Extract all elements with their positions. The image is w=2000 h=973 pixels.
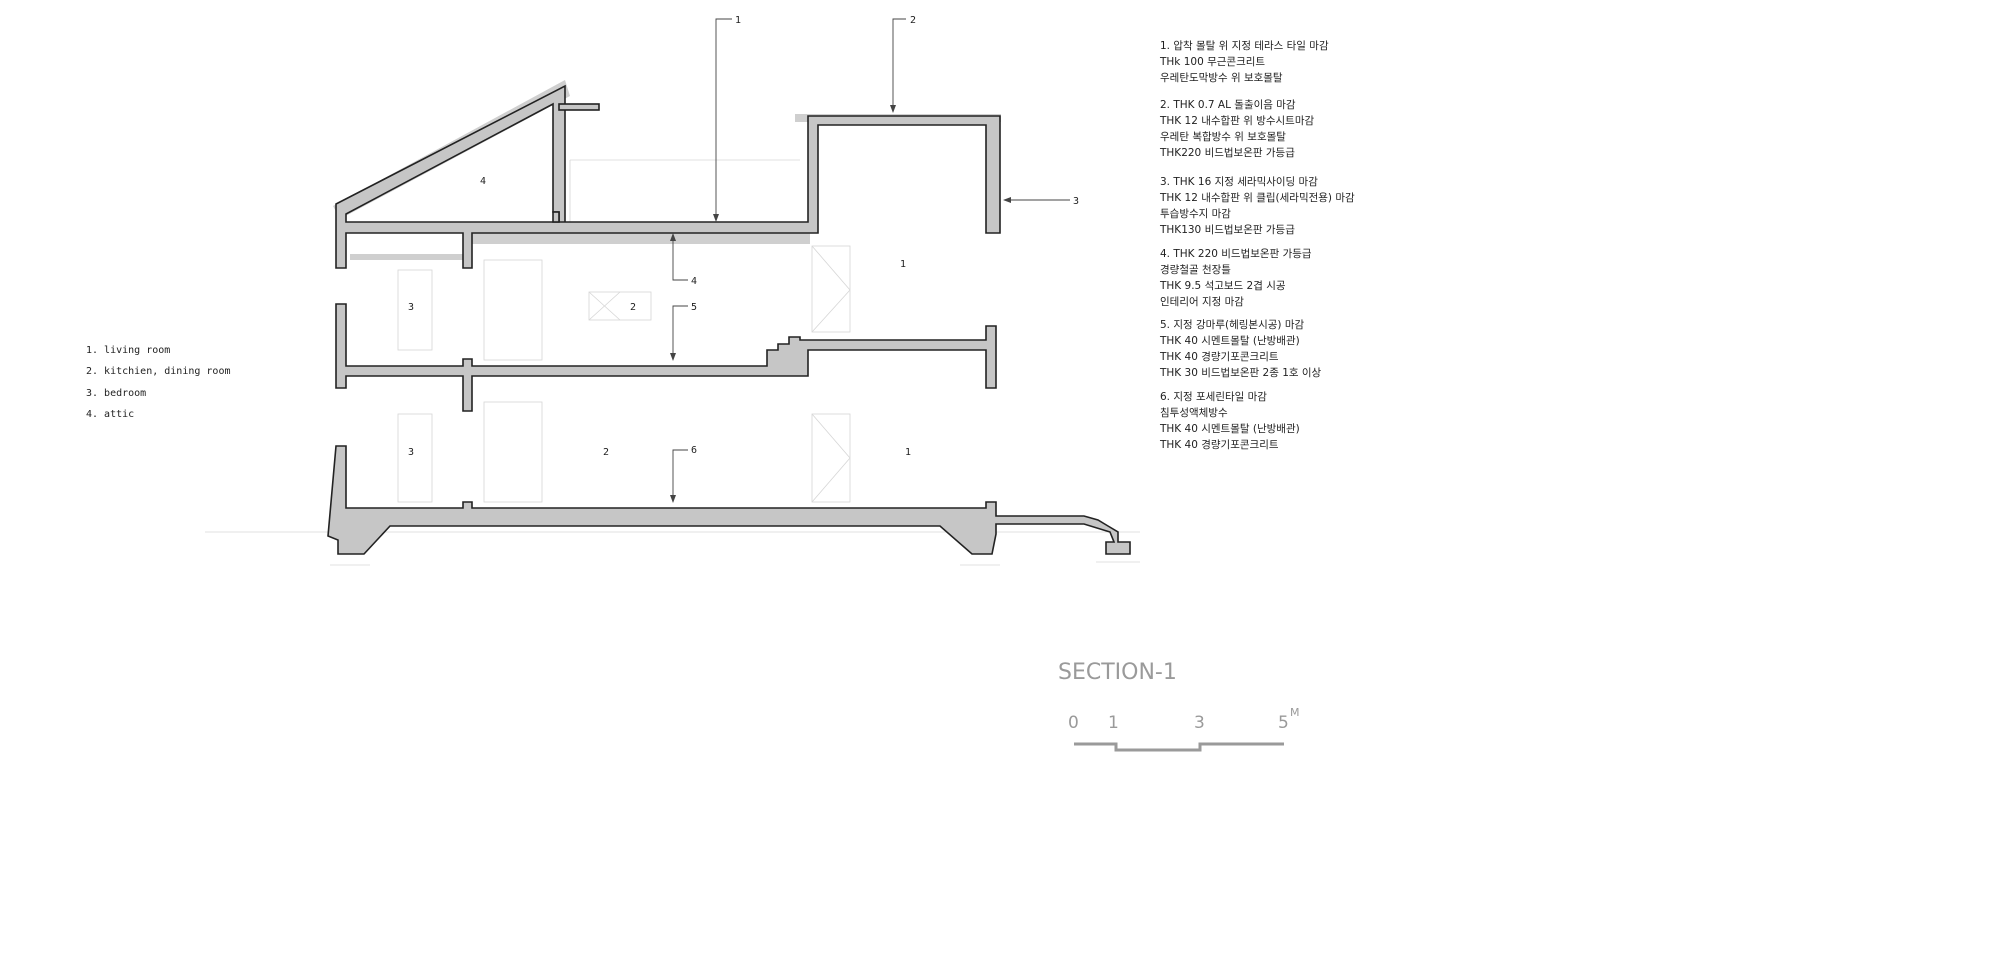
note-line: 4. THK 220 비드법보온판 가등급 [1160, 248, 1312, 260]
note-line: THK 9.5 석고보드 2겹 시공 [1159, 280, 1286, 292]
room-lower-living: 1 [905, 447, 911, 458]
note-line: 2. THK 0.7 AL 돌출이음 마감 [1160, 99, 1296, 111]
note-line: THK220 비드법보온판 가등급 [1159, 147, 1295, 159]
scale-line [1074, 742, 1284, 752]
section-walls [327, 84, 1131, 555]
room-legend: 1. living room 2. kitchien, dining room … [86, 345, 231, 420]
note-line: THK 12 내수합판 위 방수시트마감 [1159, 114, 1315, 127]
note-line: THk 100 무근콘크리트 [1159, 56, 1265, 68]
material-notes: 1. 압착 몰탈 위 지정 테라스 타일 마감 THk 100 무근콘크리트 우… [1159, 39, 1355, 451]
scale-tick: 5 [1278, 713, 1289, 733]
note-line: 투습방수지 마감 [1160, 208, 1231, 220]
room-attic: 4 [480, 176, 486, 187]
callout-6: 6 [691, 445, 697, 456]
note-line: 인테리어 지정 마감 [1160, 296, 1244, 308]
room-lower-bedroom: 3 [408, 447, 414, 458]
attic-post [552, 211, 560, 223]
room-upper-bedroom: 3 [408, 302, 414, 313]
drawing-title: SECTION-1 [1058, 660, 1177, 685]
room-upper-kitchen: 2 [630, 302, 636, 313]
note-line: THK 12 내수합판 위 클립(세라믹전용) 마감 [1159, 191, 1355, 204]
legend-item: 3. bedroom [86, 388, 146, 399]
note-line: 3. THK 16 지정 세라믹사이딩 마감 [1160, 176, 1318, 188]
room-numbers: 4 1 3 2 3 2 1 [408, 176, 911, 458]
callout-5: 5 [691, 302, 697, 313]
note-line: 6. 지정 포세린타일 마감 [1160, 390, 1267, 403]
callout-1: 1 [735, 15, 741, 26]
room-lower-kitchen: 2 [603, 447, 609, 458]
note-line: THK 40 경량기포콘크리트 [1159, 350, 1279, 363]
attic-window [558, 103, 600, 111]
legend-item: 4. attic [86, 409, 134, 420]
scale-tick: 1 [1108, 713, 1119, 733]
note-line: 우레탄 복합방수 위 보호몰탈 [1160, 130, 1286, 143]
scale-bar: 0 1 3 5 M [1068, 706, 1300, 752]
note-line: THK 40 시멘트몰탈 (난방배관) [1159, 422, 1300, 435]
scale-unit: M [1290, 706, 1300, 719]
callout-numbers: 1 2 3 4 5 6 [691, 15, 1079, 456]
note-line: 우레탄도막방수 위 보호몰탈 [1160, 71, 1283, 84]
note-line: 1. 압착 몰탈 위 지정 테라스 타일 마감 [1160, 39, 1329, 52]
room-upper-living: 1 [900, 259, 906, 270]
callout-3: 3 [1073, 196, 1079, 207]
ground-slab [327, 445, 1131, 555]
note-line: 경량철골 천장틀 [1160, 263, 1231, 276]
note-line: 침투성액체방수 [1160, 407, 1228, 419]
legend-item: 2. kitchien, dining room [86, 366, 231, 377]
section-drawing: 1 2 3 4 5 6 4 1 3 2 3 2 1 1. living room… [86, 15, 1355, 752]
middle-slab [335, 303, 997, 412]
legend-item: 1. living room [86, 345, 170, 356]
note-line: THK 40 시멘트몰탈 (난방배관) [1159, 334, 1300, 347]
note-line: THK130 비드법보온판 가등급 [1159, 224, 1295, 236]
note-line: THK 30 비드법보온판 2종 1호 이상 [1159, 367, 1322, 379]
note-line: 5. 지정 강마루(헤링본시공) 마감 [1160, 318, 1304, 331]
scale-tick: 3 [1194, 713, 1205, 733]
scale-tick: 0 [1068, 713, 1079, 733]
callout-2: 2 [910, 15, 916, 26]
note-line: THK 40 경량기포콘크리트 [1159, 438, 1279, 451]
callout-leaders [670, 18, 1070, 503]
callout-4: 4 [691, 276, 697, 287]
